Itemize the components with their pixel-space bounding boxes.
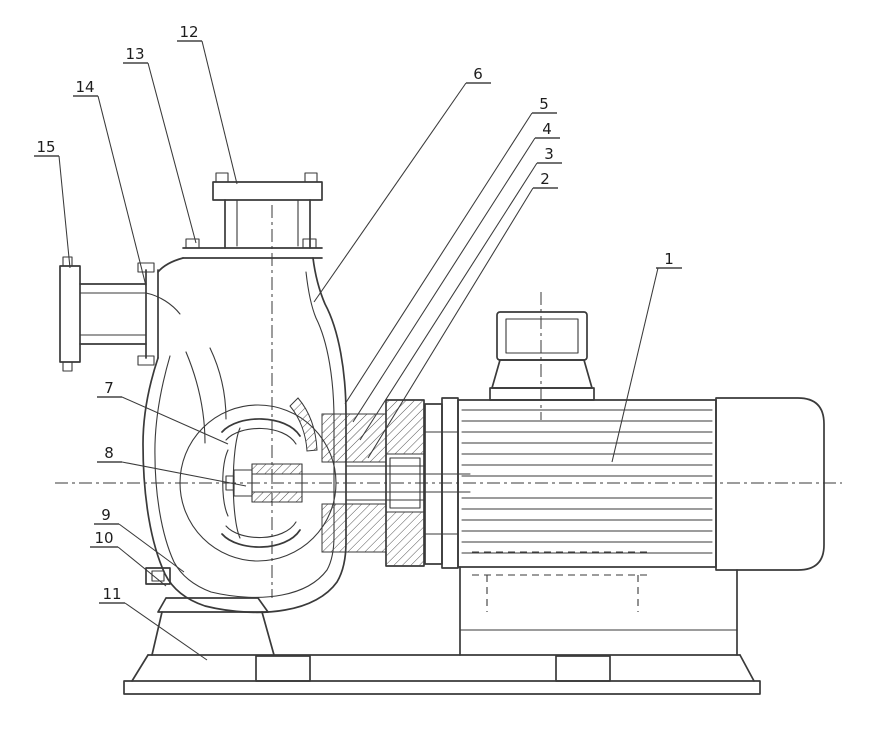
callout-4: 4 [352,120,560,423]
casing-inner-wall [154,271,335,598]
callout-label: 10 [94,529,113,547]
motor-hidden-lines [472,551,652,612]
callout-1: 1 [611,250,682,463]
callout-label: 8 [104,444,114,462]
motor-terminal-box [489,311,595,401]
shaft-and-bracket [301,399,471,567]
casing-outline [157,257,184,273]
callout-7: 7 [97,379,229,445]
callout-label: 7 [104,379,114,397]
adapter-plate [424,403,443,565]
discharge-flange [212,172,323,249]
callout-label: 6 [473,65,483,83]
pump-pedestal [151,597,275,656]
casing-outline [142,257,347,614]
motor-pedestal [459,566,738,656]
callout-label: 13 [125,45,144,63]
callout-6: 6 [313,65,491,303]
callout-11: 11 [99,585,208,661]
baseplate [123,654,761,695]
casing-top-flange [182,238,323,259]
callout-10: 10 [90,529,167,587]
callout-label: 15 [36,138,55,156]
callout-label: 14 [75,78,94,96]
base-pad [255,655,311,682]
callout-15: 15 [34,138,71,269]
callout-8: 8 [97,444,247,487]
motor-fins [461,409,713,554]
pump-casing [59,172,347,656]
callout-label: 4 [542,120,552,138]
impeller-nut [225,469,253,497]
callout-label: 3 [544,145,554,163]
callout-12: 12 [177,23,238,185]
suction-end-flange [59,265,81,363]
rear-casing-cover [321,413,387,463]
callouts: 1 2 3 4 5 6 7 [34,23,682,661]
coupling [389,457,421,509]
callout-label: 5 [539,95,549,113]
callout-label: 9 [101,506,111,524]
base-pad [555,655,611,682]
electric-motor [423,311,825,656]
callout-label: 1 [664,250,674,268]
callout-13: 13 [123,45,197,244]
callout-label: 2 [540,170,550,188]
callout-label: 12 [179,23,198,41]
impeller [221,418,303,548]
centerlines [55,205,842,598]
base-bottom-plate [123,680,761,695]
callout-5: 5 [344,95,557,405]
callout-3: 3 [359,145,562,441]
callout-14: 14 [73,78,147,287]
callout-9: 9 [94,506,185,573]
rear-casing-cover [321,503,387,553]
motor-end-cap [715,397,825,571]
drain-boss [145,567,171,585]
casing-suction-flange [145,269,159,359]
volute-tongue [289,397,318,452]
volute-chamber [179,404,337,562]
callout-2: 2 [367,170,558,459]
callout-label: 11 [102,585,121,603]
